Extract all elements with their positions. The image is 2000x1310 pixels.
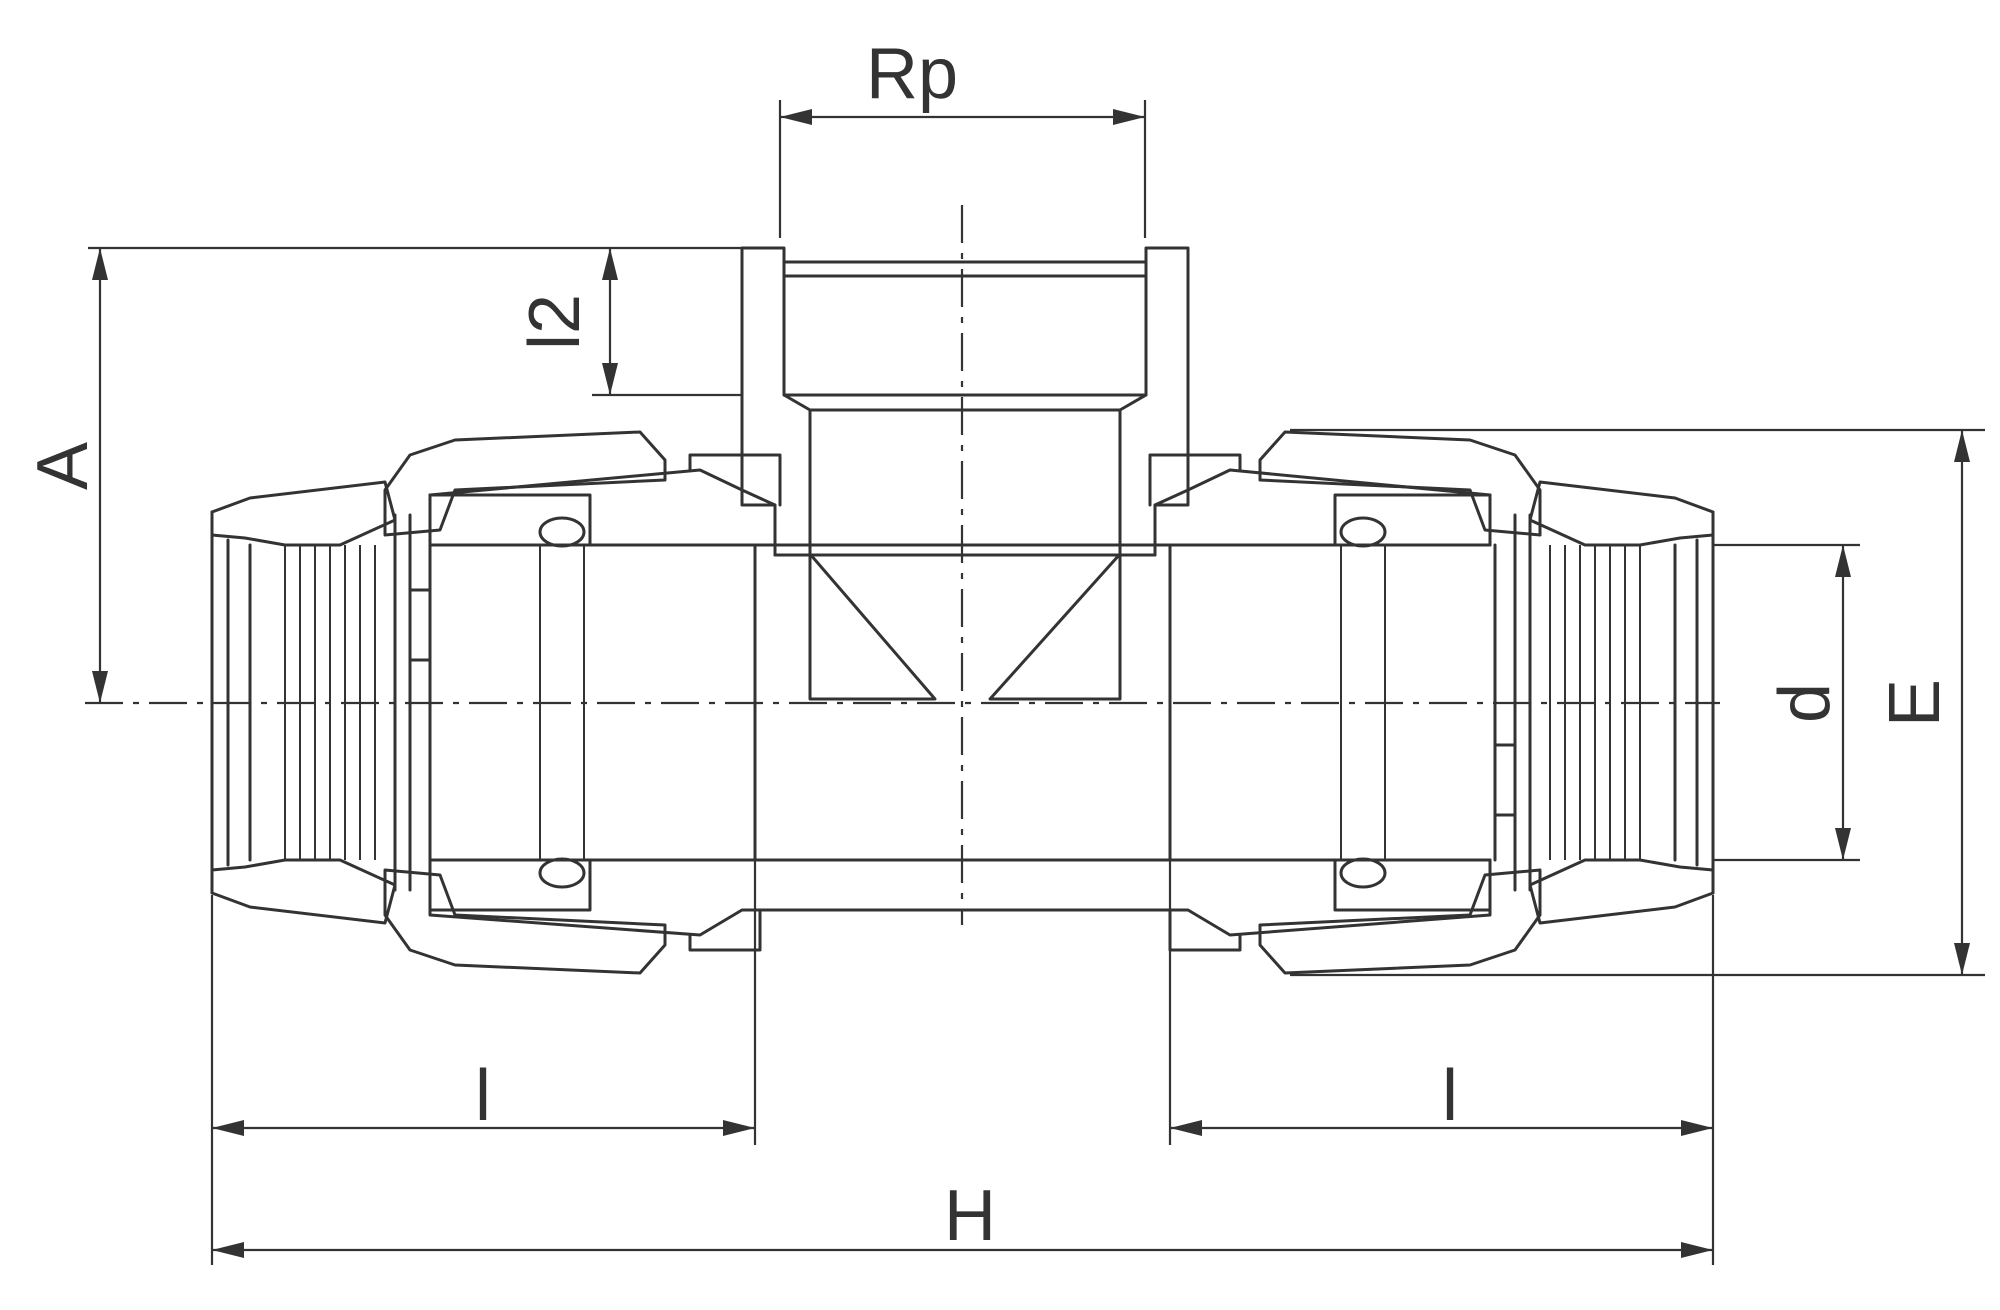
left-compression-nut bbox=[210, 430, 667, 975]
dimension-l2: l2 bbox=[515, 248, 742, 397]
branch-socket bbox=[740, 246, 1190, 701]
dimension-h: H bbox=[212, 1176, 1713, 1258]
dimension-d: d bbox=[1713, 543, 1860, 862]
label-l-right: l bbox=[1442, 1056, 1458, 1136]
dimension-a: A bbox=[23, 246, 742, 703]
label-d: d bbox=[1765, 683, 1845, 723]
label-h: H bbox=[944, 1176, 996, 1256]
left-o-ring-top bbox=[538, 516, 586, 548]
left-o-ring-bottom bbox=[538, 857, 586, 889]
label-a: A bbox=[23, 442, 103, 490]
right-compression-nut bbox=[1258, 430, 1715, 975]
dimension-e: E bbox=[1290, 428, 1985, 977]
label-l-left: l bbox=[475, 1056, 491, 1136]
right-o-ring-bottom bbox=[1339, 857, 1387, 889]
label-rp: Rp bbox=[866, 34, 958, 114]
dimension-rp: Rp bbox=[778, 34, 1147, 238]
label-e: E bbox=[1875, 679, 1955, 727]
dimension-l-right: l bbox=[1168, 860, 1715, 1265]
right-o-ring-top bbox=[1339, 516, 1387, 548]
dimension-l-left: l bbox=[210, 860, 757, 1265]
label-l2: l2 bbox=[515, 294, 595, 350]
